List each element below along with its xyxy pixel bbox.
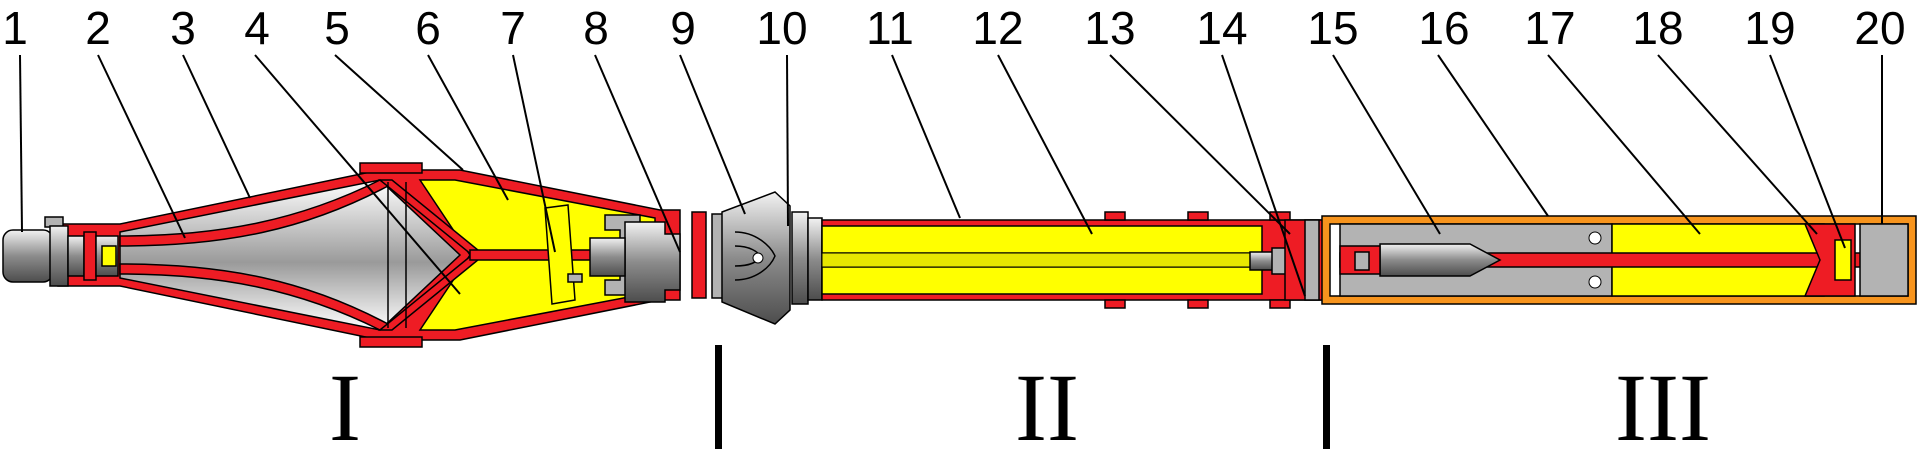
leader-lines <box>19 54 1883 297</box>
part-number-3: 3 <box>170 2 196 54</box>
part-number-20: 20 <box>1854 2 1905 54</box>
end-plug <box>1859 223 1909 297</box>
part-number-6: 6 <box>415 2 441 54</box>
connector <box>624 221 681 303</box>
section-divider-1 <box>715 345 722 449</box>
section-divider-2 <box>1323 345 1330 449</box>
propellant-grain-top <box>821 225 1263 254</box>
section-label-3: III <box>1615 354 1711 453</box>
nozzle-ring <box>791 211 809 305</box>
section-label-2: II <box>1015 354 1079 453</box>
part-number-18: 18 <box>1632 2 1683 54</box>
casing-band-top <box>359 162 423 174</box>
part-number-19: 19 <box>1744 2 1795 54</box>
fuze-collar <box>49 225 69 287</box>
part-number-13: 13 <box>1084 2 1135 54</box>
part-number-8: 8 <box>583 2 609 54</box>
part-number-9: 9 <box>670 2 696 54</box>
booster-section <box>1321 215 1917 305</box>
section-labels: I II III <box>329 345 1711 453</box>
part-number-10: 10 <box>756 2 807 54</box>
nose-fuze-body <box>2 229 54 283</box>
casing-band-bottom <box>359 336 423 348</box>
part-number-7: 7 <box>500 2 526 54</box>
propellant-core <box>821 252 1263 268</box>
part-number-4: 4 <box>244 2 270 54</box>
part-number-12: 12 <box>972 2 1023 54</box>
part-number-14: 14 <box>1196 2 1247 54</box>
part-number-5: 5 <box>324 2 350 54</box>
propellant-grain-bottom <box>821 266 1263 295</box>
part-number-17: 17 <box>1524 2 1575 54</box>
part-number-11: 11 <box>866 2 914 54</box>
part-number-15: 15 <box>1307 2 1358 54</box>
fin-pin-upper <box>752 252 764 264</box>
motor-section <box>589 191 1328 325</box>
part-number-2: 2 <box>85 2 111 54</box>
part-number-16: 16 <box>1418 2 1469 54</box>
section-label-1: I <box>329 354 361 453</box>
part-number-1: 1 <box>2 2 28 54</box>
part-numbers: 1 2 3 4 5 6 7 8 9 10 11 12 13 14 15 16 1… <box>2 2 1905 54</box>
warhead-section <box>2 162 681 348</box>
